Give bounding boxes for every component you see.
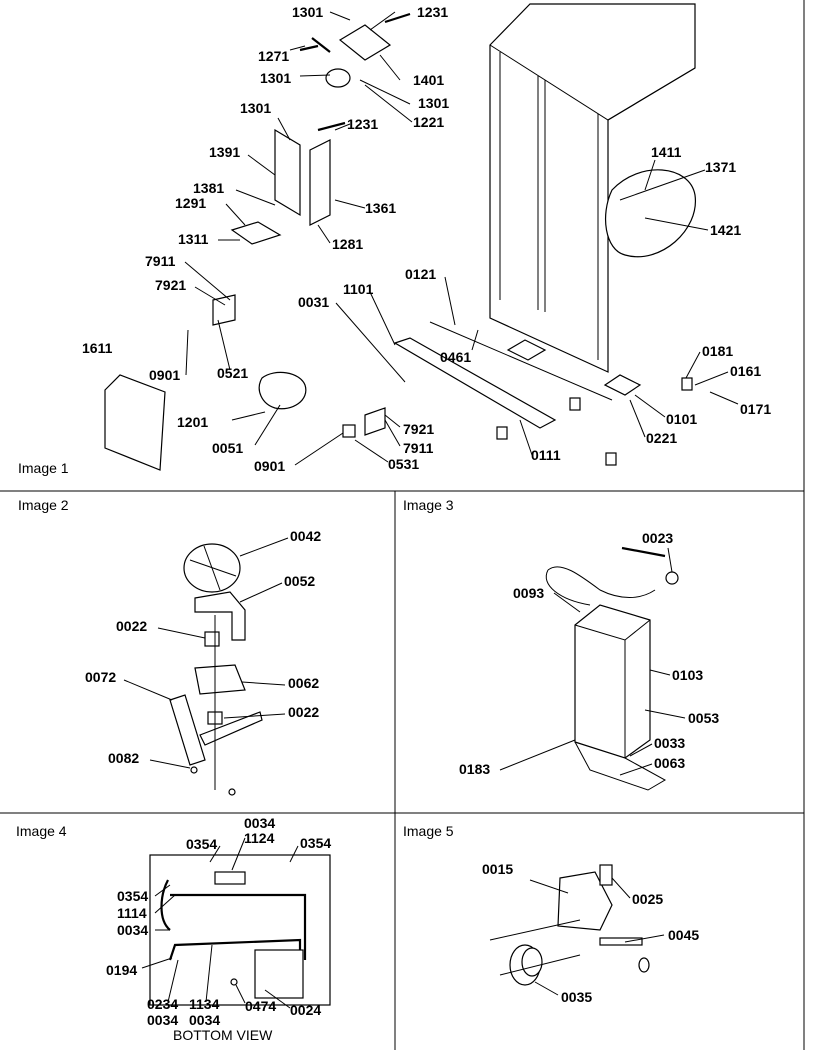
callout-label: 0111 <box>531 447 561 463</box>
callout-label: 0161 <box>730 363 761 379</box>
callout-label: 0045 <box>668 927 699 943</box>
callout-label: 0221 <box>646 430 677 446</box>
panel-title-image1: Image 1 <box>18 460 69 476</box>
callout-label: 1124 <box>244 830 275 846</box>
callout-label: 1301 <box>292 4 323 20</box>
callout-label: 1381 <box>193 180 224 196</box>
callout-label: 0354 <box>186 836 217 852</box>
callout-label: 0901 <box>254 458 285 474</box>
image4-bottom-view-drawing <box>141 837 331 1009</box>
callout-label: 0234 <box>147 996 178 1012</box>
callout-label: 0035 <box>561 989 592 1005</box>
callout-label: 0034 <box>189 1012 220 1028</box>
callout-label: 1301 <box>418 95 449 111</box>
image5-callouts: 0015 0025 0045 0035 <box>482 861 699 1005</box>
callout-label: 1201 <box>177 414 208 430</box>
callout-label: 1114 <box>117 905 147 921</box>
callout-label: 1401 <box>413 72 444 88</box>
callout-label: 0072 <box>85 669 116 685</box>
callout-label: 1271 <box>258 48 289 64</box>
callout-label: 7921 <box>403 421 434 437</box>
callout-label: 0034 <box>117 922 148 938</box>
callout-label: 0101 <box>666 411 697 427</box>
panel-title-image3: Image 3 <box>403 497 454 513</box>
callout-label: 1281 <box>332 236 363 252</box>
callout-label: 0063 <box>654 755 685 771</box>
panel-title-image4: Image 4 <box>16 823 67 839</box>
image3-callouts: 0023 0093 0103 0053 0033 0183 0063 <box>459 530 719 777</box>
callout-label: 0093 <box>513 585 544 601</box>
callout-label: 7921 <box>155 277 186 293</box>
callout-label: 0183 <box>459 761 490 777</box>
callout-label: 1391 <box>209 144 240 160</box>
callout-label: 0034 <box>147 1012 178 1028</box>
callout-label: 0015 <box>482 861 513 877</box>
callout-label: 0033 <box>654 735 685 751</box>
callout-label: 7911 <box>403 440 434 456</box>
callout-label: 0025 <box>632 891 663 907</box>
callout-label: 7911 <box>145 253 176 269</box>
callout-label: 1301 <box>260 70 291 86</box>
callout-label: 0031 <box>298 294 329 310</box>
callout-label: 0181 <box>702 343 733 359</box>
callout-label: 0103 <box>672 667 703 683</box>
callout-label: 1221 <box>413 114 444 130</box>
callout-label: 0034 <box>244 815 275 831</box>
callout-label: 1301 <box>240 100 271 116</box>
callout-label: 0052 <box>284 573 315 589</box>
image5-roller-drawing <box>489 864 665 996</box>
callout-label: 0461 <box>440 349 471 365</box>
callout-label: 1611 <box>82 340 113 356</box>
callout-label: 0053 <box>688 710 719 726</box>
callout-label: 0901 <box>149 367 180 383</box>
callout-label: 1231 <box>417 4 448 20</box>
image3-evaporator-drawing <box>499 546 686 791</box>
callout-label: 0531 <box>388 456 419 472</box>
callout-label: 0022 <box>116 618 147 634</box>
callout-label: 0023 <box>642 530 673 546</box>
callout-label: 0521 <box>217 365 248 381</box>
callout-label: 0042 <box>290 528 321 544</box>
callout-label: 0121 <box>405 266 436 282</box>
panel-title-image5: Image 5 <box>403 823 454 839</box>
callout-label: 1291 <box>175 195 206 211</box>
callout-label: 1411 <box>651 144 682 160</box>
callout-label: 1231 <box>347 116 378 132</box>
callout-label: 0354 <box>117 888 148 904</box>
callout-label: 0194 <box>106 962 137 978</box>
callout-label: 1421 <box>710 222 741 238</box>
callout-label: 1361 <box>365 200 396 216</box>
callout-label: 0022 <box>288 704 319 720</box>
image4-callouts: 0034 1124 0354 0354 0354 1114 0034 0194 … <box>106 815 331 1028</box>
image1-callouts: 1301 1231 1271 1401 1301 1301 1221 1301 … <box>82 4 771 474</box>
callout-label: 1101 <box>343 281 374 297</box>
callout-label: 1371 <box>705 159 736 175</box>
callout-label: 0051 <box>212 440 243 456</box>
callout-label: 0354 <box>300 835 331 851</box>
image2-fan-motor-drawing <box>123 537 289 796</box>
callout-label: 0171 <box>740 401 771 417</box>
image1-drawing <box>104 3 739 471</box>
panel-title-image2: Image 2 <box>18 497 69 513</box>
bottom-view-caption: BOTTOM VIEW <box>173 1027 273 1043</box>
callout-label: 0082 <box>108 750 139 766</box>
callout-label: 1134 <box>189 996 220 1012</box>
callout-label: 1311 <box>178 231 209 247</box>
callout-label: 0474 <box>245 998 276 1014</box>
callout-label: 0062 <box>288 675 319 691</box>
callout-label: 0024 <box>290 1002 321 1018</box>
image2-callouts: 0042 0052 0022 0072 0062 0022 0082 <box>85 528 321 766</box>
